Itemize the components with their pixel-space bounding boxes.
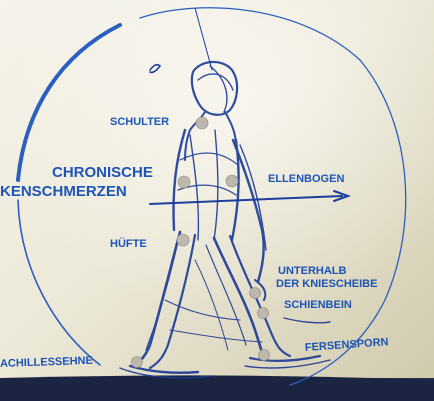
- label-schienbein: SCHIENBEIN: [284, 300, 352, 312]
- poster-title-line-2: KENSCHMERZEN: [0, 183, 127, 200]
- label-unterhalb-line-2: DER KNIESCHEIBE: [276, 279, 377, 291]
- label-unterhalb-line-1: UNTERHALB: [278, 266, 346, 278]
- label-huefte: HÜFTE: [110, 239, 147, 251]
- label-ellenbogen: ELLENBOGEN: [268, 174, 344, 186]
- label-schulter: SCHULTER: [110, 117, 169, 129]
- poster-title-line-1: CHRONISCHE: [52, 164, 153, 181]
